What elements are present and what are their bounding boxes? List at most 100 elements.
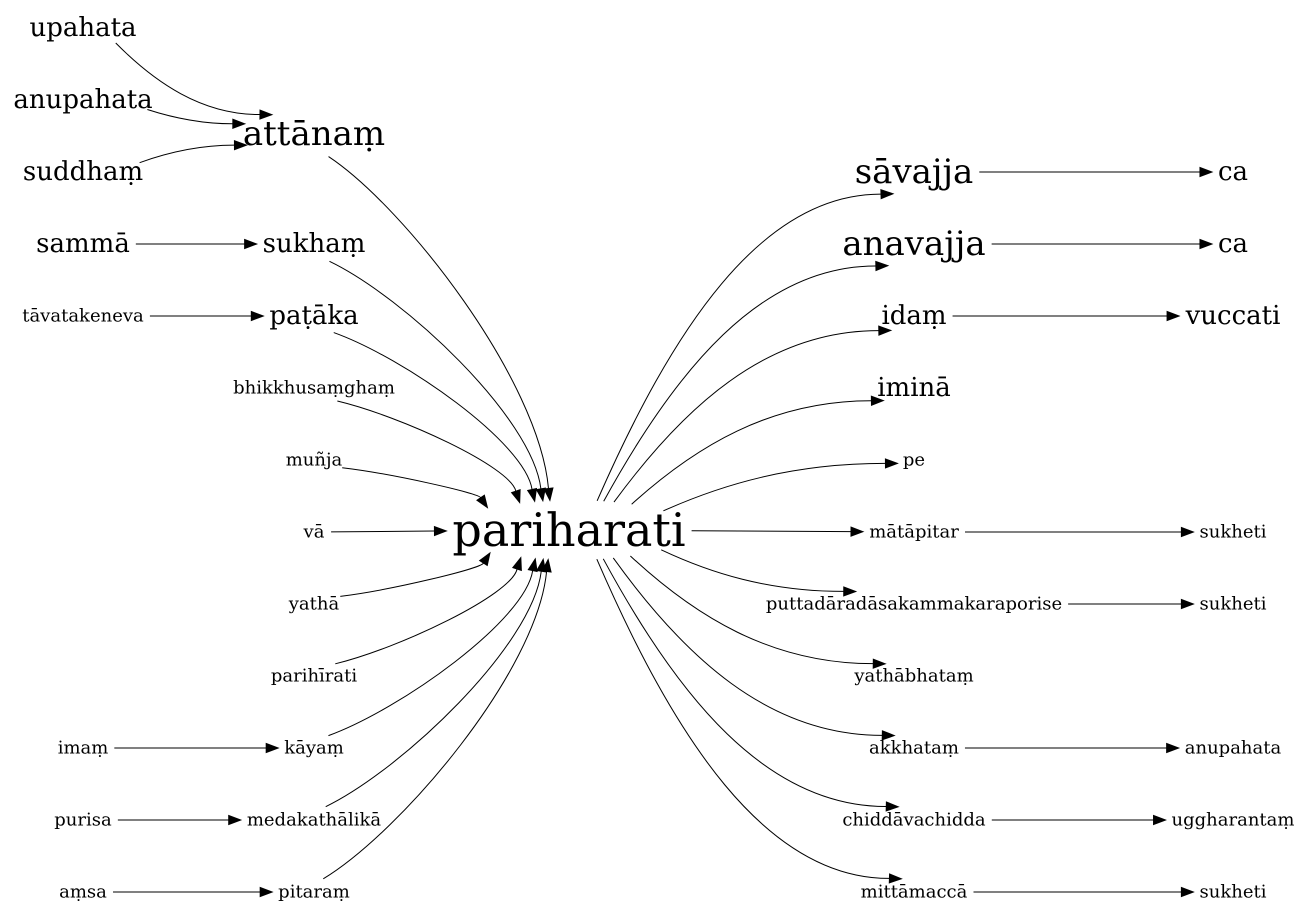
arrowhead-idam-to-vuccati [1166,310,1181,322]
node-amsa: aṃsa [59,882,107,903]
node-anavajja: anavajja [842,224,985,264]
node-ca2: ca [1218,229,1248,259]
node-upahata: upahata [29,13,136,43]
node-anupahata2: anupahata [1185,738,1282,759]
arrowhead-pariharati-to-matapitar [850,526,865,537]
edge-kayam-to-pariharati [328,570,534,737]
arrowhead-pariharati-to-chiddavachidda [885,801,900,812]
edge-suddham-to-attanam [139,144,235,164]
edge-attanam-to-pariharati [328,156,549,489]
node-sukheti2: sukheti [1200,594,1267,615]
arrowhead-purisa-to-medakathalika [228,814,243,826]
node-pariharati: pariharati [452,503,685,557]
arrowhead-parihirati-to-pariharati [511,556,522,572]
edge-pariharati-to-akkhatam [612,557,883,736]
arrowhead-va-to-pariharati [433,525,448,537]
node-imina: iminā [877,373,951,403]
arrowhead-akkhatam-to-anupahata2 [1166,742,1181,754]
node-chiddavachidda: chiddāvachidda [842,810,986,831]
arrowhead-chiddavachidda-to-uggharantam [1153,814,1167,826]
arrowhead-pariharati-to-imina [870,395,885,406]
arrowhead-savajja-to-ca1 [1199,166,1214,178]
arrowhead-upahata-to-attanam [259,109,274,120]
arrowhead-pariharati-to-anavajja [875,260,890,272]
node-anupahata: anupahata [13,85,152,115]
node-vuccati: vuccati [1185,301,1281,331]
node-puttadara: puttadāradāsakammakaraporise [766,594,1062,615]
arrowhead-attanam-to-pariharati [543,487,554,502]
edge-yatha-to-pariharati [340,562,484,597]
edges-layer [113,42,1214,898]
node-munja: muñja [286,450,343,471]
edge-pataka-to-pariharati [333,332,533,490]
arrowhead-puttadara-to-sukheti2 [1180,598,1195,610]
edge-bhikkhusamgham-to-pariharati [337,400,517,492]
arrowhead-bhikkhusamgham-to-pariharati [510,489,521,504]
node-yatha: yathā [288,594,340,615]
node-suddham: suddhaṃ [23,157,143,187]
arrowhead-suddham-to-attanam [233,139,248,151]
node-idam: idaṃ [881,301,946,331]
node-savajja: sāvajja [855,152,974,192]
edge-pariharati-to-matapitar [691,530,852,533]
nodes-layer: upahata anupahata suddhaṃ attānaṃ sammā sukha… [13,13,1294,903]
edge-va-to-pariharati [331,530,435,533]
node-samma: sammā [36,229,130,259]
arrowhead-mittamacca-to-sukheti3 [1180,886,1195,898]
edge-pariharati-to-mittamacca [596,559,890,879]
arrowhead-pariharati-to-akkhatam [881,730,896,741]
edge-parihirati-to-pariharati [335,568,518,665]
node-pitaram: pitaraṃ [278,882,350,903]
edge-upahata-to-attanam [115,42,260,116]
node-pataka: paṭāka [269,301,358,331]
arrowhead-matapitar-to-sukheti1 [1180,526,1195,538]
node-medakathalika: medakathālikā [247,810,382,831]
node-pe: pe [903,450,925,471]
node-mittamacca: mittāmaccā [861,882,968,903]
arrowhead-samma-to-sukham [244,238,259,250]
arrowhead-pariharati-to-mittamacca [888,873,903,884]
node-attanam: attānaṃ [243,114,385,154]
edge-munja-to-pariharati [342,467,482,499]
edge-pitaram-to-pariharati [323,571,548,880]
node-sukheti1: sukheti [1200,522,1267,543]
node-akkhatam: akkhataṃ [869,738,959,759]
arrowhead-anavajja-to-ca2 [1199,238,1214,250]
arrowhead-tavatakeneva-to-pataka [250,310,265,322]
arrowhead-pariharati-to-idam [878,325,893,336]
node-bhikkhusamgham: bhikkhusaṃghaṃ [233,378,395,399]
node-kayam: kāyaṃ [284,738,344,759]
edge-pariharati-to-yathabhatam [630,555,874,665]
node-sukheti3: sukheti [1200,882,1267,903]
node-imam: imaṃ [58,738,109,759]
arrowhead-sukham-to-pariharati [535,487,546,503]
edge-pariharati-to-savajja [596,193,882,502]
arrowhead-imam-to-kayam [265,742,280,754]
arrowhead-amsa-to-pitaram [259,886,274,898]
edge-pariharati-to-chiddavachidda [602,558,887,807]
node-yathabhatam: yathābhataṃ [853,666,973,687]
arrowhead-pariharati-to-puttadara [843,586,858,597]
arrowhead-pitaram-to-pariharati [541,558,552,573]
node-matapitar: mātāpitar [869,522,959,543]
arrowhead-pariharati-to-pe [884,458,899,469]
node-parihirati: parihīrati [271,666,358,687]
node-purisa: purisa [54,810,112,831]
node-ca1: ca [1218,157,1248,187]
arrowhead-yatha-to-pariharati [478,551,491,567]
node-va: vā [303,522,325,543]
edge-pariharati-to-idam [613,330,879,503]
node-uggharantam: uggharantaṃ [1172,810,1295,831]
edge-pariharati-to-imina [631,400,872,505]
node-sukham: sukhaṃ [263,229,366,259]
arrowhead-pariharati-to-savajja [880,188,895,200]
arrowhead-kayam-to-pariharati [527,557,538,573]
edge-pariharati-to-puttadara [660,549,844,592]
edge-anupahata-to-attanam [147,108,233,125]
node-tavatakeneva: tāvatakeneva [22,306,144,327]
edge-sukham-to-pariharati [329,260,542,489]
edge-medakathalika-to-pariharati [325,571,542,808]
edge-pariharati-to-anavajja [603,265,876,502]
arrowhead-pariharati-to-yathabhatam [872,658,887,669]
